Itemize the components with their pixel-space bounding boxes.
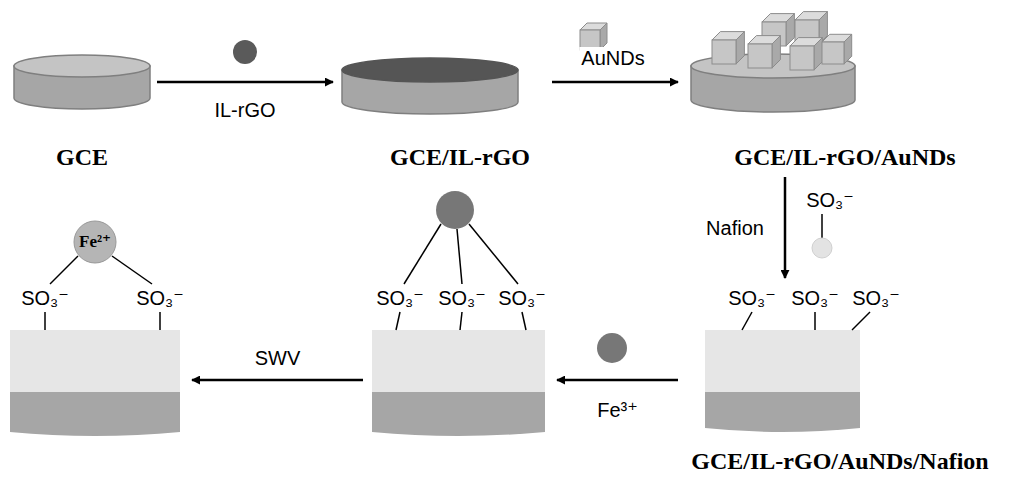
process-arrow (157, 81, 333, 84)
group-label: SO₃⁻ (728, 287, 776, 309)
nafion-electrode (705, 312, 870, 432)
nanocube (790, 46, 814, 70)
nanocube (844, 34, 852, 64)
nanocube (736, 32, 744, 64)
electrode-stage: Fe²⁺ SO₃⁻ SO₃⁻ (5, 215, 190, 445)
group-label: SO₃⁻ (498, 287, 546, 309)
stage-label: GCE/IL-rGO (390, 144, 530, 170)
electrode-stage: SO₃⁻ SO₃⁻ SO₃⁻ GCE/IL-rGO/AuNDs/Nafion (680, 280, 1010, 476)
nanocube (600, 23, 607, 50)
stage-label: GCE (56, 144, 108, 170)
process-arrow (192, 379, 363, 382)
group-label: SO₃⁻ (791, 287, 839, 309)
nanocube (772, 36, 780, 68)
step-label: AuNDs (579, 47, 646, 69)
step-label: Nafion (704, 217, 766, 239)
step-label: Fe³⁺ (595, 399, 640, 421)
il-rgo-electrode (342, 58, 518, 114)
group-label: SO₃⁻ (136, 287, 184, 309)
ion-label: Fe²⁺ (79, 233, 111, 252)
group-label: SO₃⁻ (21, 287, 69, 309)
nafion-icon (812, 238, 832, 258)
ferric-icon (597, 333, 627, 363)
stage-label: GCE/IL-rGO/AuNDs (734, 144, 955, 170)
fe-bound-electrode (372, 191, 545, 436)
electrode-stage: GCE/IL-rGO/AuNDs (680, 10, 1010, 175)
nanocube (786, 14, 794, 46)
group-label: SO₃⁻ (438, 287, 486, 309)
sulfonate-label: SO₃⁻ (806, 189, 854, 211)
sulfonate-stem (821, 214, 823, 238)
group-label: SO₃⁻ (852, 287, 900, 309)
ferrous-electrode (10, 221, 180, 436)
gold-nanocubes (580, 12, 852, 70)
bare-electrode (14, 55, 150, 109)
nanocube (748, 44, 772, 68)
nanocube (822, 42, 844, 64)
il-rgo-icon (233, 40, 257, 64)
electrode-stage: GCE/IL-rGO (335, 45, 550, 175)
process-arrow (552, 81, 678, 84)
electrode-stage: GCE (10, 45, 155, 175)
step-label: IL-rGO (212, 99, 277, 121)
group-label: SO₃⁻ (376, 287, 424, 309)
electrode-stage: SO₃⁻ SO₃⁻ SO₃⁻ (365, 185, 555, 445)
process-arrow (557, 379, 678, 382)
process-arrow (784, 177, 787, 278)
nanocube (712, 40, 736, 64)
stage-label: GCE/IL-rGO/AuNDs/Nafion (691, 448, 988, 474)
step-label: SWV (253, 347, 303, 369)
